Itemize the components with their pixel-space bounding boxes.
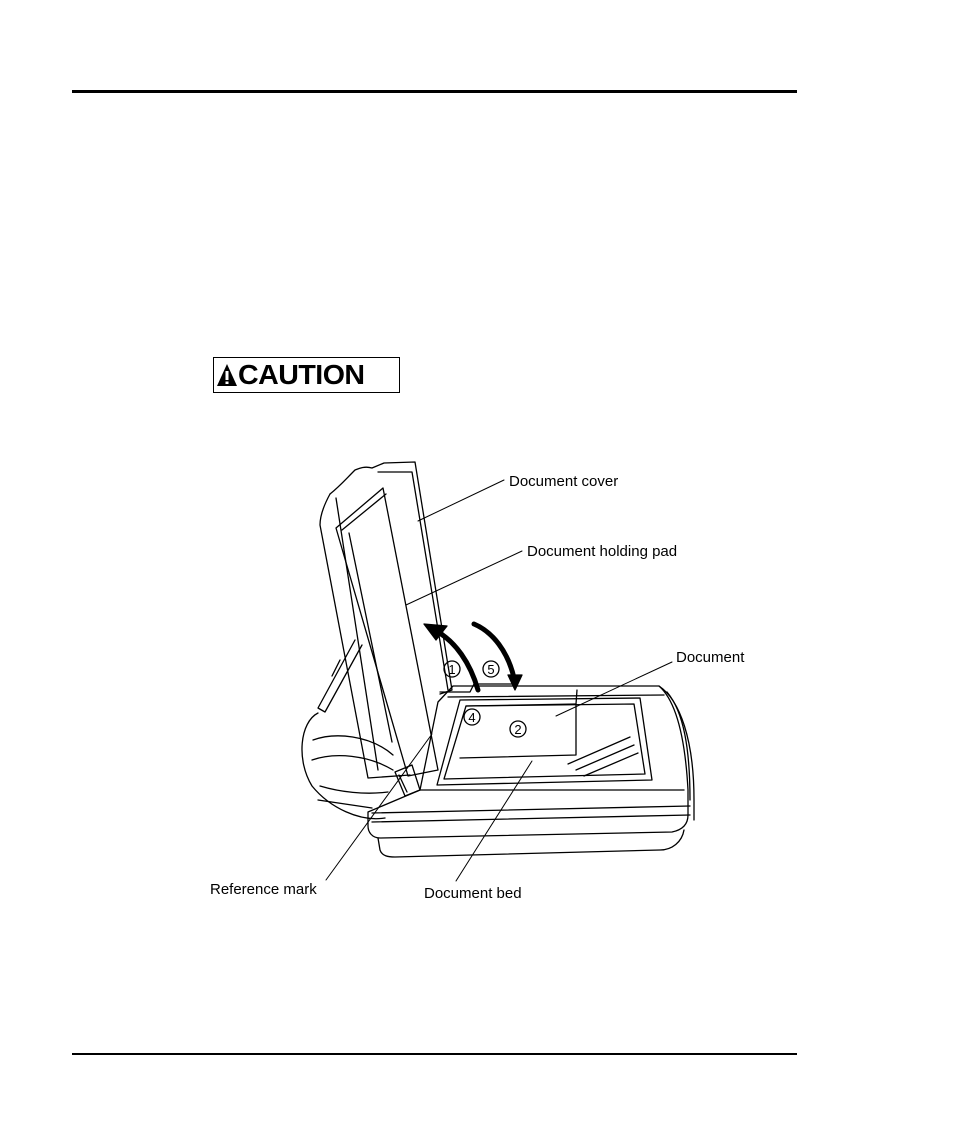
svg-text:2: 2: [514, 722, 521, 737]
document-sheet: [459, 689, 578, 759]
header-rule: [72, 90, 797, 93]
label-document-holding-pad: Document holding pad: [527, 543, 677, 560]
scanner-base: [367, 683, 695, 858]
svg-text:5: 5: [487, 662, 494, 677]
label-document-cover: Document cover: [509, 473, 618, 490]
caution-label: CAUTION: [238, 359, 365, 390]
document-bed-glass: [436, 697, 653, 786]
svg-text:1: 1: [448, 662, 455, 677]
hinge-support: [317, 639, 363, 713]
rear-housing: [301, 712, 394, 820]
step-marker-1: 1: [443, 660, 461, 678]
svg-text:4: 4: [468, 710, 475, 725]
warning-triangle-icon: [217, 364, 237, 386]
footer-rule: [72, 1053, 797, 1055]
step-arrows: [423, 621, 523, 693]
label-reference-mark: Reference mark: [210, 881, 317, 898]
step-marker-5: 5: [482, 660, 500, 678]
step-marker-4: 4: [463, 708, 481, 726]
step-marker-2: 2: [509, 720, 527, 738]
label-document: Document: [676, 649, 745, 666]
leader-lines: [325, 479, 673, 882]
label-document-bed: Document bed: [424, 885, 522, 902]
caution-badge: CAUTION: [213, 357, 400, 393]
